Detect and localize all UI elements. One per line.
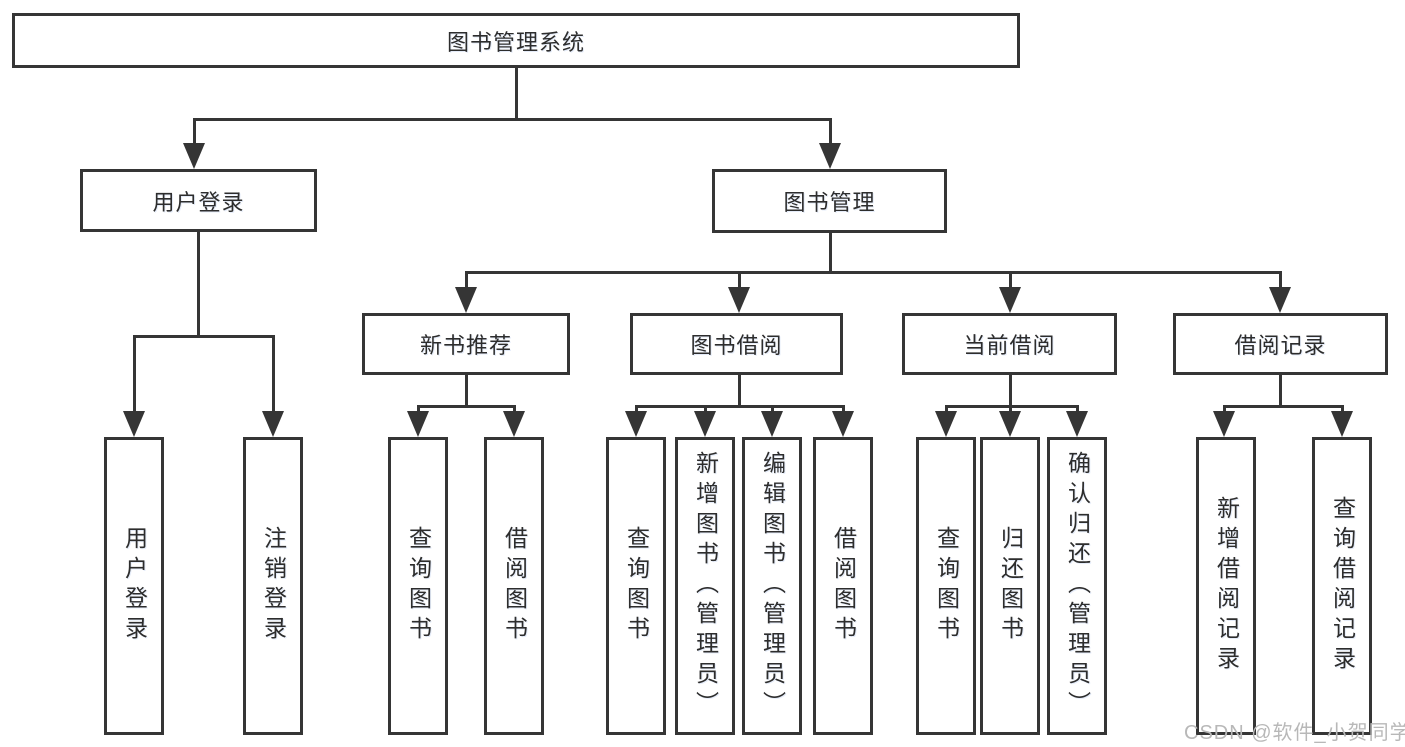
leaf-query-books-recommend: 查询图书 bbox=[388, 437, 448, 735]
leaf-edit-book-admin-label: 编辑图书（管理员） bbox=[759, 451, 786, 721]
connector-drop-book-mgmt bbox=[829, 118, 832, 146]
leaf-query-borrow-record: 查询借阅记录 bbox=[1312, 437, 1372, 735]
connector-drop-leaf bbox=[842, 405, 845, 415]
arrow-down-icon bbox=[1213, 411, 1235, 437]
node-borrow-records-label: 借阅记录 bbox=[1234, 333, 1327, 358]
node-current-borrowing: 当前借阅 bbox=[902, 313, 1117, 375]
connector-currentborrow-rail bbox=[945, 405, 1079, 408]
connector-currentborrow-stem bbox=[1009, 375, 1012, 408]
connector-drop-user-login bbox=[193, 118, 196, 146]
arrow-down-icon bbox=[1066, 411, 1088, 437]
leaf-return-book: 归还图书 bbox=[980, 437, 1040, 735]
leaf-query-books-current-label: 查询图书 bbox=[933, 526, 960, 646]
leaf-add-book-admin: 新增图书（管理员） bbox=[675, 437, 735, 735]
connector-drop-leaf bbox=[771, 405, 774, 415]
connector-userlogin-stem bbox=[197, 232, 200, 338]
node-book-management: 图书管理 bbox=[712, 169, 947, 233]
connector-bookmgmt-stem bbox=[829, 233, 832, 274]
leaf-add-borrow-record: 新增借阅记录 bbox=[1196, 437, 1256, 735]
connector-drop-leaf bbox=[513, 405, 516, 415]
connector-drop-borrowrecords bbox=[1279, 271, 1282, 291]
connector-drop-leaf bbox=[272, 335, 275, 413]
leaf-query-books-borrow: 查询图书 bbox=[606, 437, 666, 735]
leaf-borrow-books-recommend-label: 借阅图书 bbox=[501, 526, 528, 646]
leaf-confirm-return-admin-label: 确认归还（管理员） bbox=[1064, 451, 1091, 721]
node-new-book-recommend-label: 新书推荐 bbox=[419, 333, 512, 358]
connector-drop-leaf bbox=[945, 405, 948, 415]
arrow-down-icon bbox=[761, 411, 783, 437]
connector-drop-currentborrow bbox=[1009, 271, 1012, 291]
node-user-login-label: 用户登录 bbox=[152, 189, 245, 215]
connector-root-stem bbox=[515, 66, 518, 121]
node-user-login: 用户登录 bbox=[80, 169, 317, 232]
connector-drop-leaf bbox=[133, 335, 136, 413]
connector-userlogin-rail bbox=[133, 335, 274, 338]
connector-newbook-stem bbox=[465, 375, 468, 408]
arrow-down-icon bbox=[183, 143, 205, 169]
node-library-system: 图书管理系统 bbox=[12, 13, 1020, 68]
node-library-system-label: 图书管理系统 bbox=[446, 29, 585, 55]
arrow-down-icon bbox=[832, 411, 854, 437]
arrow-down-icon bbox=[123, 411, 145, 437]
leaf-query-books-recommend-label: 查询图书 bbox=[405, 526, 432, 646]
node-new-book-recommend: 新书推荐 bbox=[362, 313, 570, 375]
connector-root-rail bbox=[193, 118, 832, 121]
arrow-down-icon bbox=[262, 411, 284, 437]
connector-borrowrecords-rail bbox=[1223, 405, 1344, 408]
leaf-add-book-admin-label: 新增图书（管理员） bbox=[692, 451, 719, 721]
leaf-borrow-books-borrow-label: 借阅图书 bbox=[830, 526, 857, 646]
leaf-return-book-label: 归还图书 bbox=[997, 526, 1024, 646]
connector-drop-leaf bbox=[1223, 405, 1226, 415]
connector-drop-leaf bbox=[417, 405, 420, 415]
leaf-user-login-label: 用户登录 bbox=[121, 526, 148, 646]
leaf-query-borrow-record-label: 查询借阅记录 bbox=[1329, 496, 1356, 676]
arrow-down-icon bbox=[407, 411, 429, 437]
arrow-down-icon bbox=[935, 411, 957, 437]
node-borrow-records: 借阅记录 bbox=[1173, 313, 1388, 375]
leaf-logout: 注销登录 bbox=[243, 437, 303, 735]
leaf-user-login: 用户登录 bbox=[104, 437, 164, 735]
connector-drop-leaf bbox=[635, 405, 638, 415]
arrow-down-icon bbox=[694, 411, 716, 437]
node-current-borrowing-label: 当前借阅 bbox=[963, 333, 1056, 358]
leaf-query-books-borrow-label: 查询图书 bbox=[623, 526, 650, 646]
arrow-down-icon bbox=[819, 143, 841, 169]
arrow-down-icon bbox=[1331, 411, 1353, 437]
connector-newbook-rail bbox=[417, 405, 515, 408]
arrow-down-icon bbox=[728, 287, 750, 313]
leaf-borrow-books-recommend: 借阅图书 bbox=[484, 437, 544, 735]
csdn-watermark: CSDN @软件_小贺同学 bbox=[1184, 722, 1405, 744]
leaf-query-books-current: 查询图书 bbox=[916, 437, 976, 735]
connector-bookborrow-rail bbox=[635, 405, 844, 408]
connector-bookmgmt-rail bbox=[465, 271, 1281, 274]
arrow-down-icon bbox=[625, 411, 647, 437]
connector-bookborrow-stem bbox=[738, 375, 741, 408]
leaf-logout-label: 注销登录 bbox=[260, 526, 287, 646]
arrow-down-icon bbox=[999, 411, 1021, 437]
arrow-down-icon bbox=[503, 411, 525, 437]
leaf-borrow-books-borrow: 借阅图书 bbox=[813, 437, 873, 735]
connector-drop-bookborrow bbox=[738, 271, 741, 291]
leaf-edit-book-admin: 编辑图书（管理员） bbox=[742, 437, 802, 735]
node-book-borrowing: 图书借阅 bbox=[630, 313, 843, 375]
arrow-down-icon bbox=[455, 287, 477, 313]
connector-drop-leaf bbox=[704, 405, 707, 415]
leaf-confirm-return-admin: 确认归还（管理员） bbox=[1047, 437, 1107, 735]
connector-borrowrecords-stem bbox=[1279, 375, 1282, 408]
node-book-management-label: 图书管理 bbox=[783, 190, 876, 215]
arrow-down-icon bbox=[1269, 287, 1291, 313]
node-book-borrowing-label: 图书借阅 bbox=[690, 333, 783, 358]
leaf-add-borrow-record-label: 新增借阅记录 bbox=[1213, 496, 1240, 676]
connector-drop-leaf bbox=[1009, 405, 1012, 415]
connector-drop-newbook bbox=[465, 271, 468, 291]
arrow-down-icon bbox=[999, 287, 1021, 313]
connector-drop-leaf bbox=[1341, 405, 1344, 415]
connector-drop-leaf bbox=[1076, 405, 1079, 415]
